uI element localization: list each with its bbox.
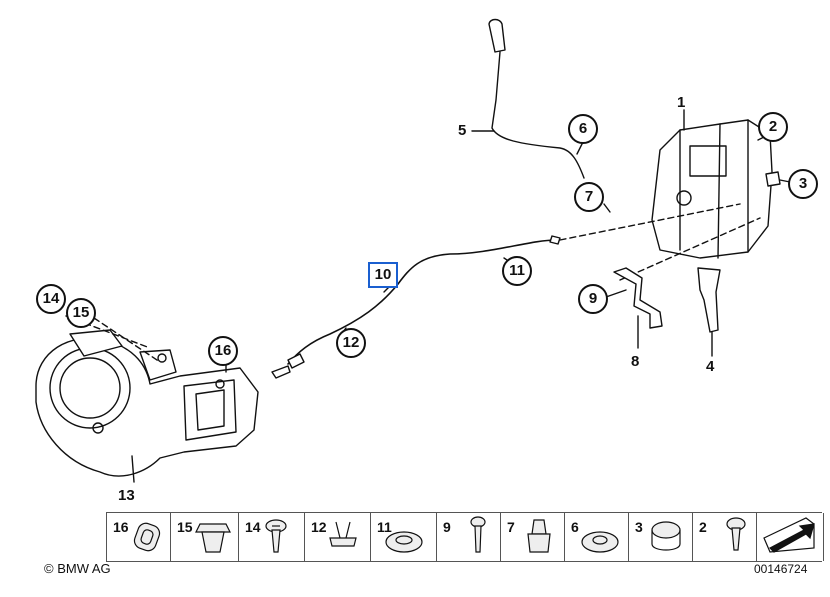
callout-3: 3 (788, 169, 818, 199)
door-lock-1 (651, 119, 773, 259)
strip-label-3: 3 (635, 519, 643, 535)
callout-6: 6 (568, 114, 598, 144)
callout-9: 9 (578, 284, 608, 314)
reference-number: 00146724 (754, 562, 808, 576)
strip-cell-3: 3 (628, 513, 693, 561)
lever-4 (697, 267, 721, 333)
callout-11: 11 (502, 256, 532, 286)
strip-cell-arrow (756, 513, 824, 561)
callout-10: 10 (368, 262, 398, 288)
strip-label-2: 2 (699, 519, 707, 535)
callout-4: 4 (706, 358, 715, 375)
strip-cell-16: 16 (106, 513, 171, 561)
strip-cell-11: 11 (370, 513, 437, 561)
lock-rod-5 (491, 27, 585, 179)
callout-2: 2 (758, 112, 788, 142)
bracket-8 (613, 267, 663, 329)
copyright-text: © BMW AG (44, 561, 111, 576)
callout-16: 16 (208, 336, 238, 366)
strip-cell-12: 12 (304, 513, 371, 561)
callout-7: 7 (574, 182, 604, 212)
strip-cell-2: 2 (692, 513, 757, 561)
strip-label-12: 12 (311, 519, 327, 535)
strip-cell-7: 7 (500, 513, 565, 561)
strip-label-11: 11 (377, 519, 392, 535)
strip-label-6: 6 (571, 519, 579, 535)
callout-8: 8 (631, 353, 640, 370)
callout-14: 14 (36, 284, 66, 314)
small-parts-strip: 16 15 14 12 11 9 7 6 3 2 (106, 512, 824, 562)
callout-13: 13 (118, 487, 135, 504)
strip-label-16: 16 (113, 519, 129, 535)
strip-label-15: 15 (177, 519, 193, 535)
strip-cell-6: 6 (564, 513, 629, 561)
strip-cell-9: 9 (436, 513, 501, 561)
callout-1: 1 (677, 94, 686, 111)
strip-label-14: 14 (245, 519, 261, 535)
bowden-cable-10 (287, 239, 557, 365)
strip-label-9: 9 (443, 519, 451, 535)
callout-5: 5 (458, 122, 467, 139)
strip-cell-14: 14 (238, 513, 305, 561)
callout-15: 15 (66, 298, 96, 328)
strip-label-7: 7 (507, 519, 515, 535)
callout-12: 12 (336, 328, 366, 358)
strip-cell-15: 15 (170, 513, 239, 561)
